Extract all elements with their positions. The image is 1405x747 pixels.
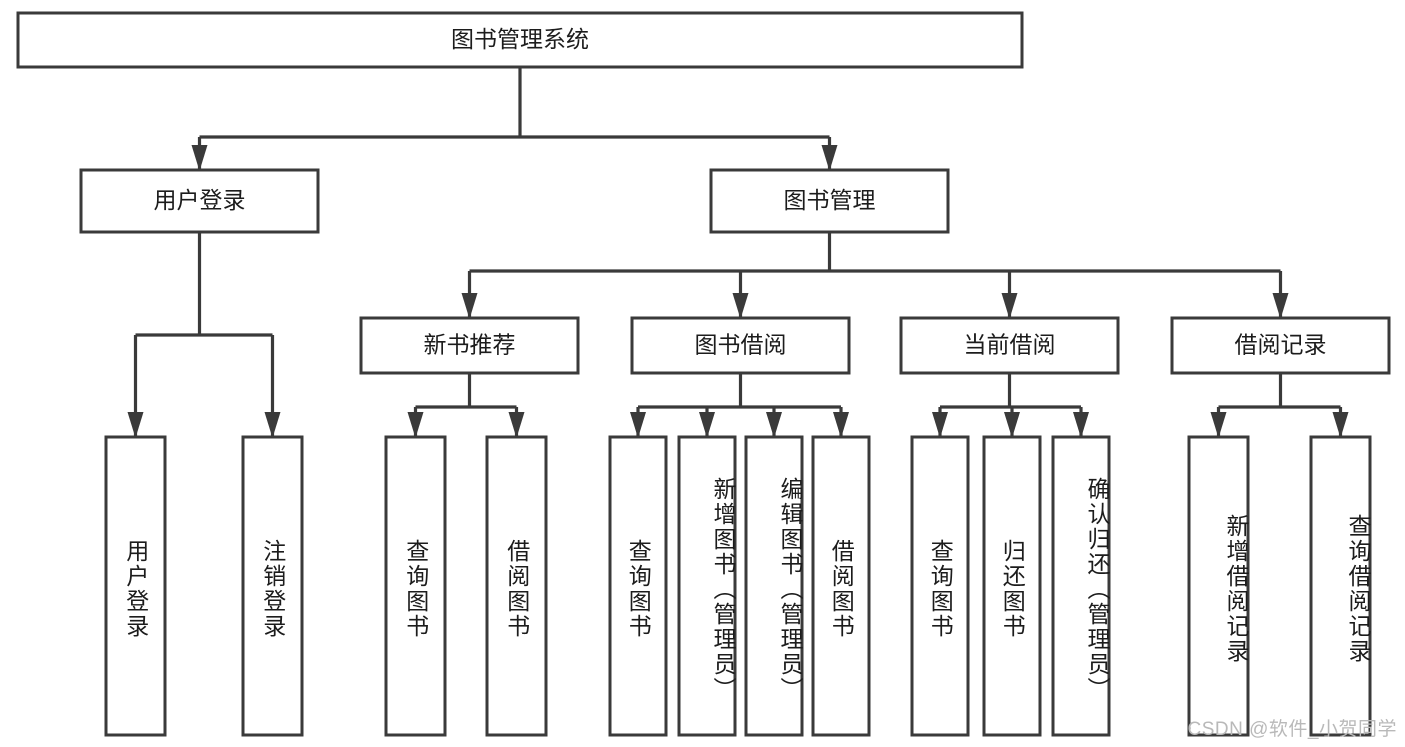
- node-label-user-login: 用户登录: [154, 187, 246, 213]
- arrow-head-icon-borrow-record: [1272, 293, 1289, 319]
- arrow-head-icon-leaf-query-borrow-record: [1332, 412, 1349, 438]
- node-boxes: [16, 11, 1391, 737]
- arrow-head-icon-leaf-query-book-current: [932, 412, 948, 438]
- arrow-head-icon-leaf-return-book: [1004, 412, 1020, 438]
- leaf-box-leaf-user-login[interactable]: [104, 435, 167, 737]
- arrow-head-icon-leaf-edit-book: [766, 412, 782, 438]
- node-label-new-book-recommend: 新书推荐: [424, 332, 516, 358]
- node-box-current-borrow[interactable]: [899, 316, 1120, 375]
- node-box-user-login[interactable]: [79, 168, 320, 234]
- leaf-box-leaf-query-borrow-record[interactable]: [1309, 435, 1372, 737]
- node-label-book-borrow: 图书借阅: [695, 332, 787, 358]
- arrow-head-icon-leaf-add-book: [699, 412, 715, 438]
- arrow-head-icon-leaf-user-login: [127, 412, 144, 438]
- node-label-current-borrow: 当前借阅: [964, 332, 1056, 358]
- node-label-borrow-record: 借阅记录: [1235, 332, 1327, 358]
- leaf-box-leaf-query-book-borrow[interactable]: [608, 435, 668, 737]
- arrow-head-icon-leaf-query-book-borrow: [630, 412, 646, 438]
- leaf-box-leaf-logout[interactable]: [241, 435, 304, 737]
- arrow-head-icon-current-borrow: [1001, 293, 1018, 319]
- node-box-book-management[interactable]: [709, 168, 950, 234]
- node-box-book-borrow[interactable]: [630, 316, 851, 375]
- arrow-head-icon-user-login: [191, 145, 208, 171]
- leaf-box-leaf-query-book-recommend[interactable]: [384, 435, 447, 737]
- connector-lines: [127, 67, 1349, 438]
- arrow-head-icon-leaf-borrow-book: [833, 412, 849, 438]
- leaf-box-leaf-confirm-return[interactable]: [1051, 435, 1111, 737]
- node-label-root: 图书管理系统: [451, 26, 589, 52]
- leaf-box-leaf-return-book[interactable]: [982, 435, 1042, 737]
- leaf-box-leaf-add-book[interactable]: [677, 435, 737, 737]
- arrow-head-icon-book-management: [821, 145, 838, 171]
- leaf-box-leaf-edit-book[interactable]: [744, 435, 804, 737]
- watermark-text: CSDN @软件_小贺同学: [1187, 719, 1397, 740]
- arrow-head-icon-leaf-query-book-recommend: [407, 412, 424, 438]
- leaf-box-leaf-query-book-current[interactable]: [910, 435, 970, 737]
- node-box-new-book-recommend[interactable]: [359, 316, 580, 375]
- node-box-borrow-record[interactable]: [1170, 316, 1391, 375]
- arrow-head-icon-leaf-borrow-book-recommend: [508, 412, 525, 438]
- leaf-box-leaf-borrow-book-recommend[interactable]: [485, 435, 548, 737]
- leaf-box-leaf-borrow-book[interactable]: [811, 435, 871, 737]
- arrow-head-icon-new-book-recommend: [461, 293, 478, 319]
- arrow-head-icon-leaf-confirm-return: [1073, 412, 1089, 438]
- leaf-box-leaf-add-borrow-record[interactable]: [1187, 435, 1250, 737]
- node-label-book-management: 图书管理: [784, 187, 876, 213]
- arrow-head-icon-book-borrow: [732, 293, 749, 319]
- arrow-head-icon-leaf-logout: [264, 412, 281, 438]
- arrow-head-icon-leaf-add-borrow-record: [1210, 412, 1227, 438]
- node-box-root[interactable]: [16, 11, 1024, 69]
